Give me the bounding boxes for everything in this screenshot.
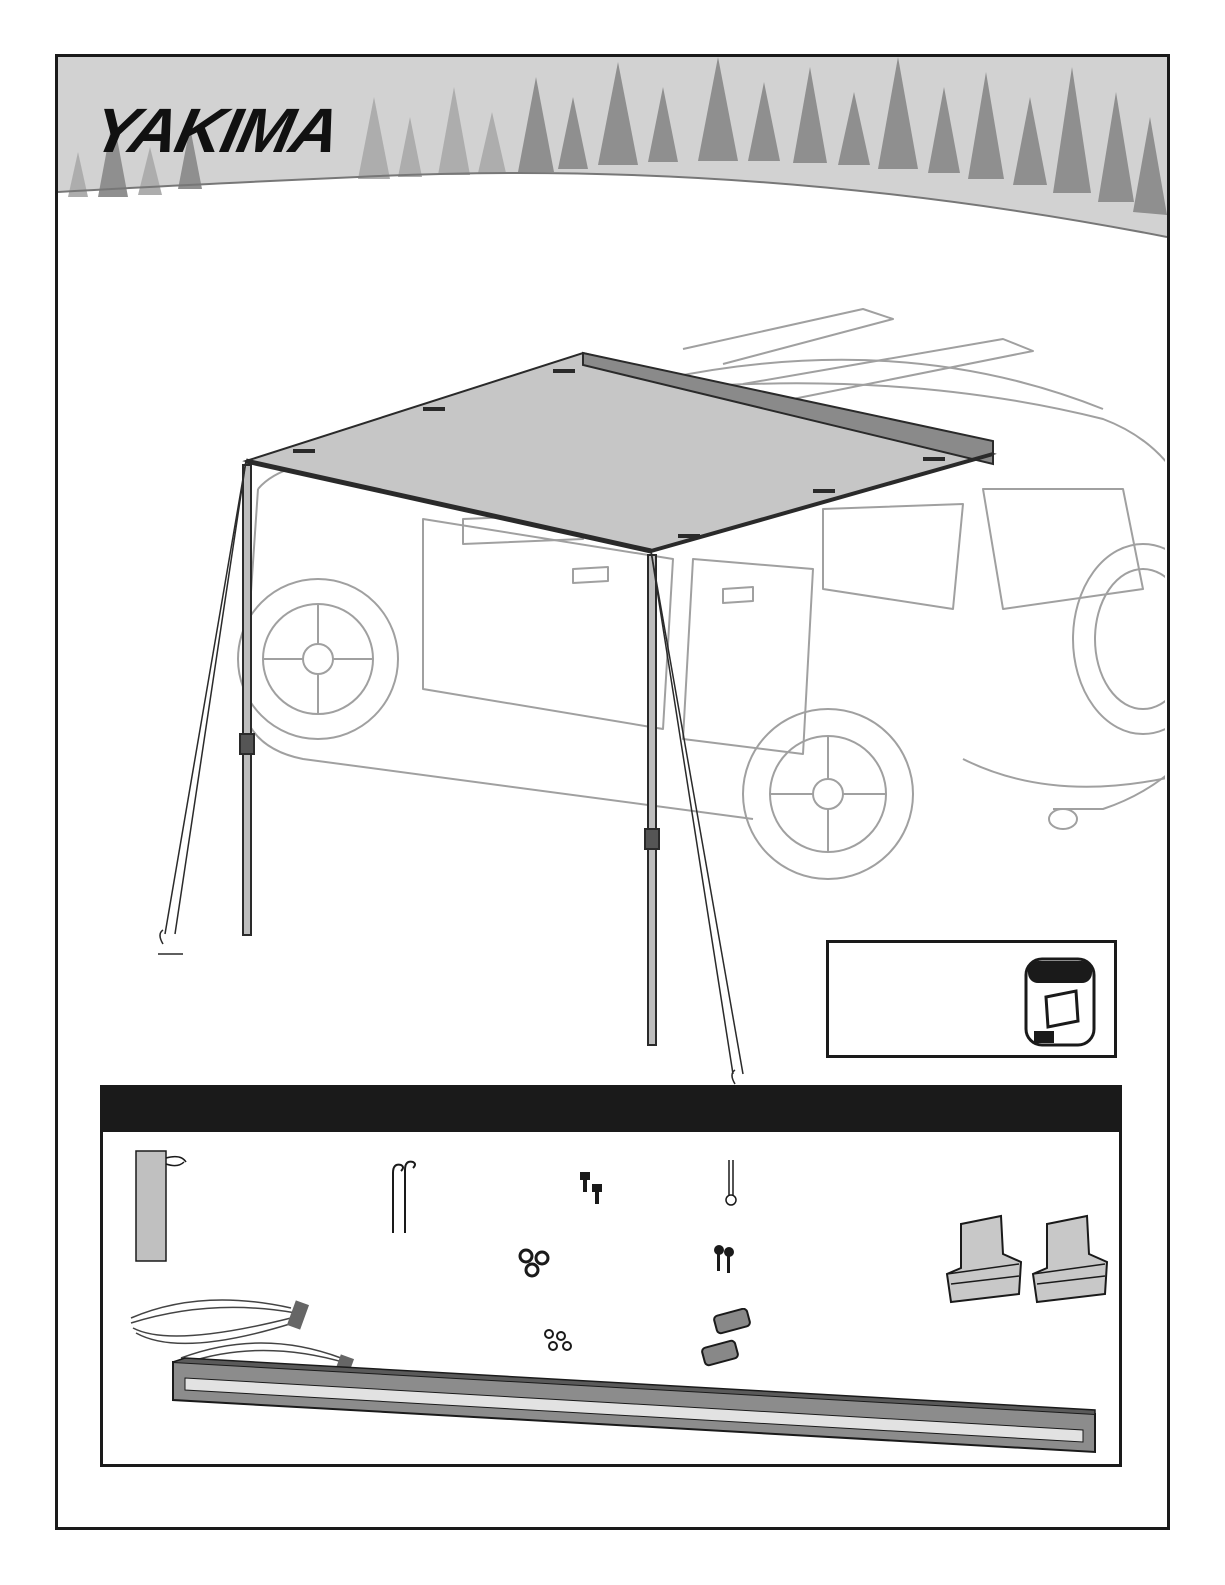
awning-roll-icon — [165, 1356, 1105, 1456]
washers-icon — [543, 1328, 577, 1352]
brand-logo: YAKIMA — [87, 99, 344, 162]
tape-measure-icon — [1016, 949, 1106, 1053]
keys-icon — [711, 1243, 737, 1277]
storage-bag-icon — [131, 1146, 191, 1266]
nuts-icon — [518, 1248, 552, 1278]
tools-needed-box — [826, 940, 1117, 1058]
mounting-brackets-icon — [941, 1214, 1111, 1314]
parts-header-bar — [103, 1088, 1119, 1132]
cotter-pin-icon — [723, 1158, 743, 1208]
page-frame: YAKIMA — [55, 54, 1170, 1530]
bolts-icon — [578, 1170, 608, 1206]
tent-stakes-icon — [383, 1158, 423, 1238]
parts-box — [100, 1085, 1122, 1467]
